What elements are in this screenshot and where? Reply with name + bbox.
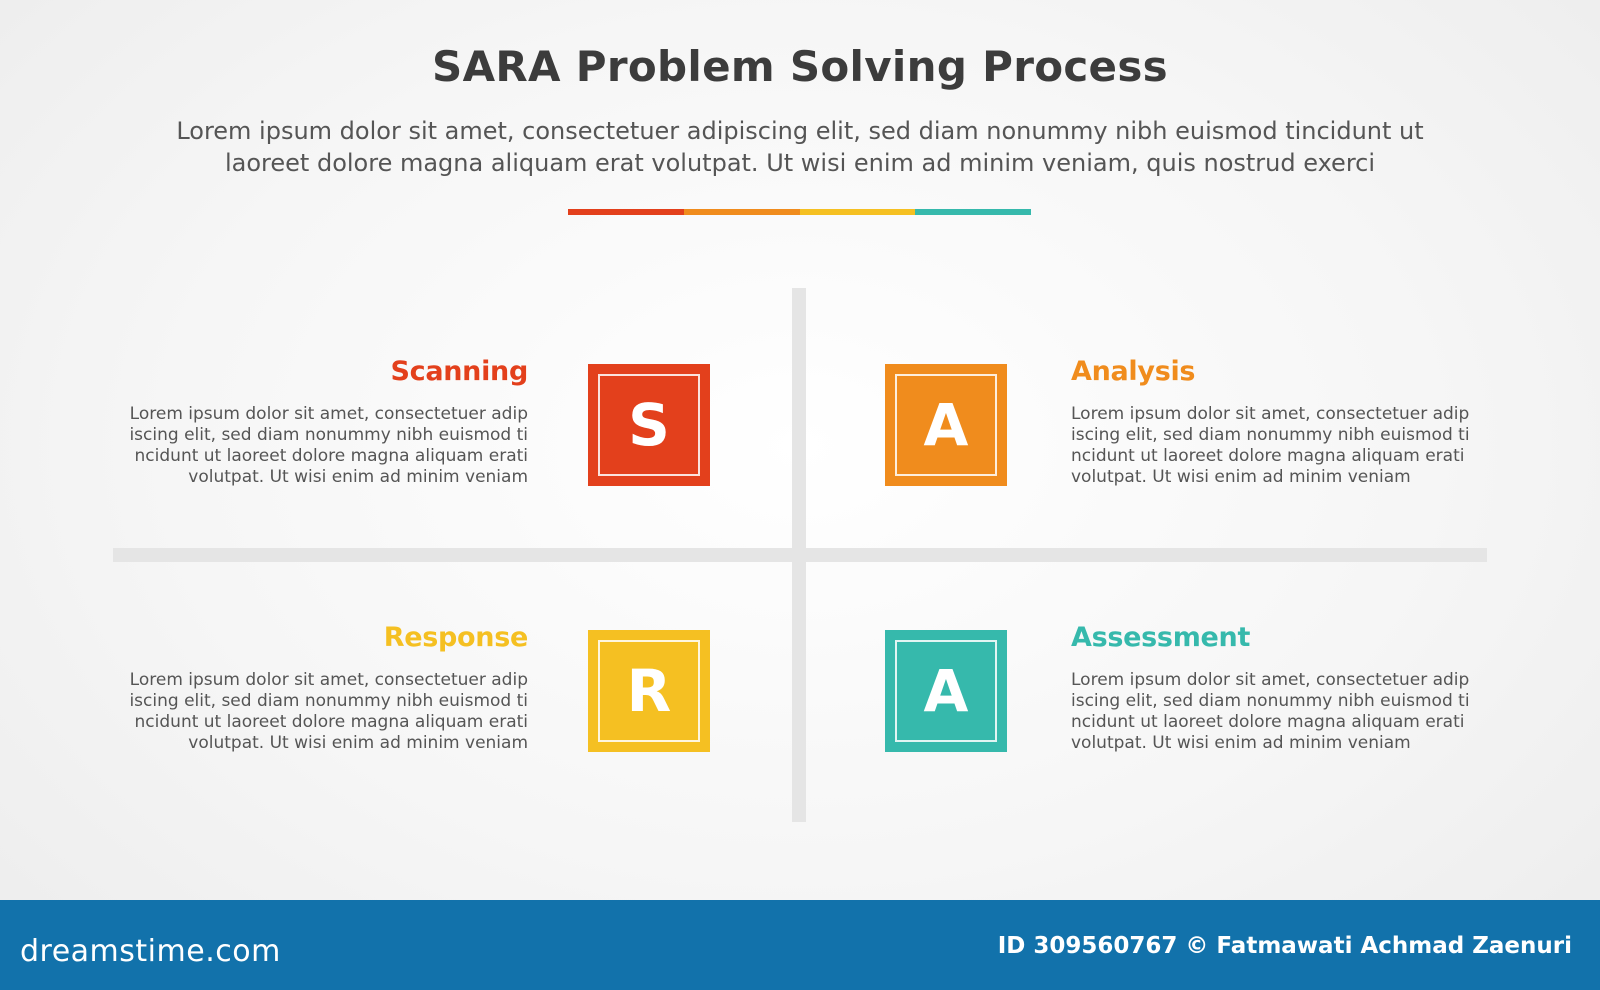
analysis-box-frame — [895, 374, 997, 476]
analysis-letter-box: A — [885, 364, 1007, 486]
accent-segment-scanning — [568, 209, 684, 215]
assessment-description: Lorem ipsum dolor sit amet, consectetuer… — [1071, 670, 1470, 753]
subtitle-line-2: laoreet dolore magna aliquam erat volutp… — [224, 149, 1376, 177]
response-letter-box: R — [588, 630, 710, 752]
analysis-heading: Analysis — [1071, 356, 1196, 387]
page-title: SARA Problem Solving Process — [432, 42, 1168, 91]
scanning-description: Lorem ipsum dolor sit amet, consectetuer… — [129, 404, 528, 487]
scanning-box-frame — [598, 374, 700, 476]
accent-segment-response — [799, 209, 916, 215]
subtitle-line-1: Lorem ipsum dolor sit amet, consectetuer… — [176, 117, 1424, 145]
footer-bar: dreamstime.com ID 309560767 © Fatmawati … — [0, 900, 1600, 990]
response-description: Lorem ipsum dolor sit amet, consectetuer… — [129, 670, 528, 753]
assessment-heading: Assessment — [1071, 622, 1251, 653]
footer-credit: ID 309560767 © Fatmawati Achmad Zaenuri — [997, 933, 1572, 959]
accent-segment-analysis — [683, 209, 800, 215]
analysis-letter: A — [923, 391, 969, 459]
footer-brand[interactable]: dreamstime.com — [20, 934, 281, 969]
assessment-letter: A — [923, 657, 969, 725]
accent-segment-assessment — [915, 209, 1031, 215]
response-heading: Response — [383, 622, 529, 653]
assessment-letter-box: A — [885, 630, 1007, 752]
scanning-letter-box: S — [588, 364, 710, 486]
accent-color-bar — [568, 209, 1031, 215]
analysis-description: Lorem ipsum dolor sit amet, consectetuer… — [1071, 404, 1470, 487]
scanning-heading: Scanning — [390, 356, 528, 387]
page-subtitle: Lorem ipsum dolor sit amet, consectetuer… — [100, 115, 1500, 179]
scanning-letter: S — [628, 391, 670, 459]
assessment-box-frame — [895, 640, 997, 742]
response-letter: R — [626, 657, 672, 725]
response-box-frame — [598, 640, 700, 742]
horizontal-divider — [113, 548, 1487, 562]
